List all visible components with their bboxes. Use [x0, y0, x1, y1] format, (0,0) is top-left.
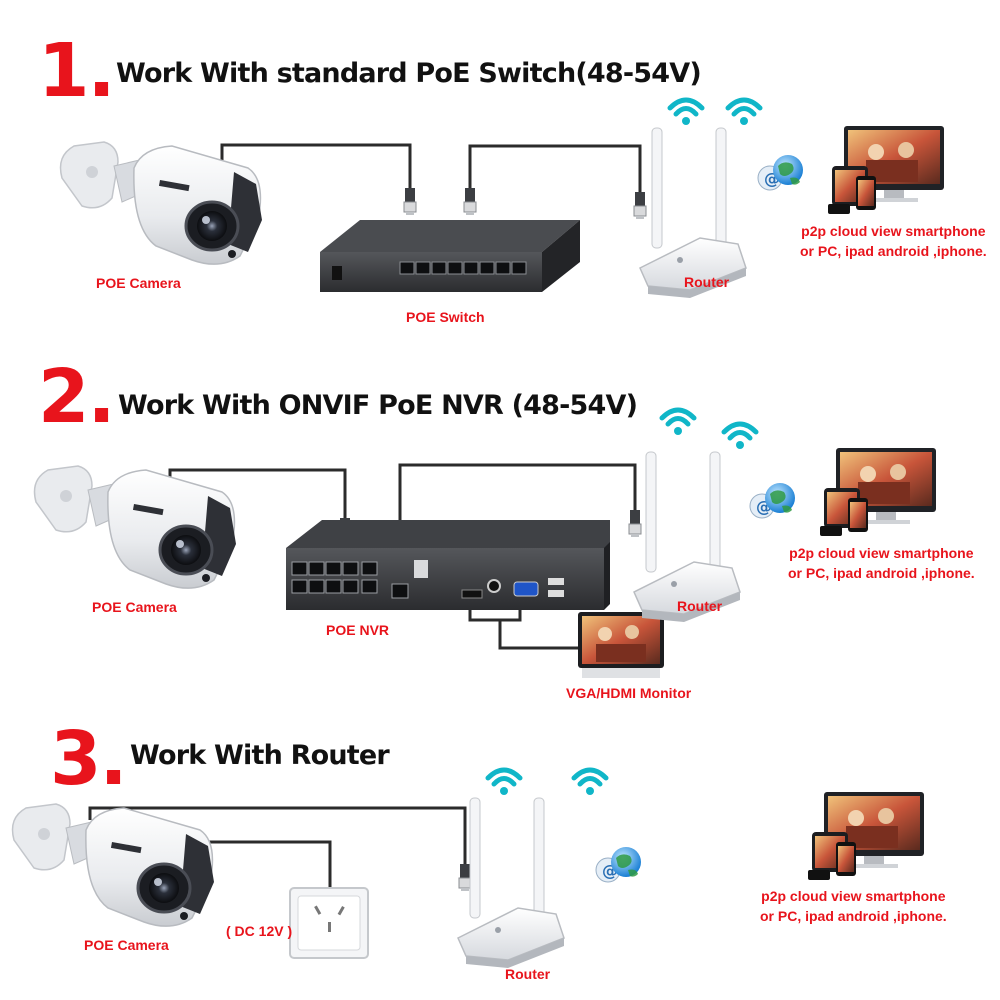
wifi-icon: [488, 770, 520, 795]
wifi-icon: [724, 424, 756, 449]
camera-label: POE Camera: [92, 599, 177, 615]
wifi-icon: [670, 100, 702, 125]
devices-icon: [820, 448, 936, 536]
wifi-icon: [574, 770, 606, 795]
rj45-connector-icon: [633, 191, 647, 220]
wifi-icon: [728, 100, 760, 125]
section-number: 3.: [50, 716, 128, 802]
router-label: Router: [677, 598, 723, 614]
camera-label: POE Camera: [96, 275, 181, 291]
p2p-caption-line2: or PC, ipad android ,iphone.: [800, 243, 987, 260]
monitor-label: VGA/HDMI Monitor: [566, 685, 692, 701]
section-heading: Work With standard PoE Switch(48-54V): [116, 58, 702, 89]
rj45-connector-icon: [458, 863, 472, 892]
switch-label: POE Switch: [406, 309, 485, 325]
nvr-label: POE NVR: [326, 622, 390, 638]
rj45-connector-icon: [628, 509, 642, 538]
router-label: Router: [684, 274, 730, 290]
p2p-caption-line2: or PC, ipad android ,iphone.: [760, 908, 947, 925]
p2p-caption: p2p cloud view smartphone or PC, ipad an…: [800, 221, 987, 262]
camera-icon: [33, 464, 238, 590]
wall-socket-icon: [289, 887, 369, 959]
section-heading: Work With ONVIF PoE NVR (48-54V): [118, 390, 638, 421]
poe-switch-icon: [320, 220, 580, 292]
camera-icon: [59, 140, 264, 266]
wifi-icon: [662, 410, 694, 435]
section1-cables: [220, 143, 642, 196]
p2p-caption: p2p cloud view smartphone or PC, ipad an…: [788, 543, 975, 584]
cloud-globe-icon: [749, 482, 796, 519]
dc-label: ( DC 12V ): [226, 923, 293, 939]
cloud-globe-icon: [595, 846, 642, 883]
rj45-connector-icon: [403, 187, 417, 216]
router-icon: [457, 797, 565, 969]
p2p-caption-line2: or PC, ipad android ,iphone.: [788, 565, 975, 582]
section-heading: Work With Router: [130, 740, 390, 771]
p2p-caption-line1: p2p cloud view smartphone: [789, 545, 974, 561]
p2p-caption-line1: p2p cloud view smartphone: [801, 223, 986, 239]
devices-icon: [808, 792, 924, 880]
p2p-caption: p2p cloud view smartphone or PC, ipad an…: [760, 886, 947, 927]
section-number: 1.: [38, 28, 116, 114]
cloud-globe-icon: [757, 154, 804, 191]
devices-icon: [828, 126, 944, 214]
rj45-connector-icon: [463, 187, 477, 216]
router-label: Router: [505, 966, 551, 982]
camera-label: POE Camera: [84, 937, 169, 953]
camera-icon: [11, 802, 216, 928]
monitor-icon: [578, 612, 664, 678]
p2p-caption-line1: p2p cloud view smartphone: [761, 888, 946, 904]
nvr-icon: [286, 520, 610, 610]
section-number: 2.: [38, 354, 116, 440]
